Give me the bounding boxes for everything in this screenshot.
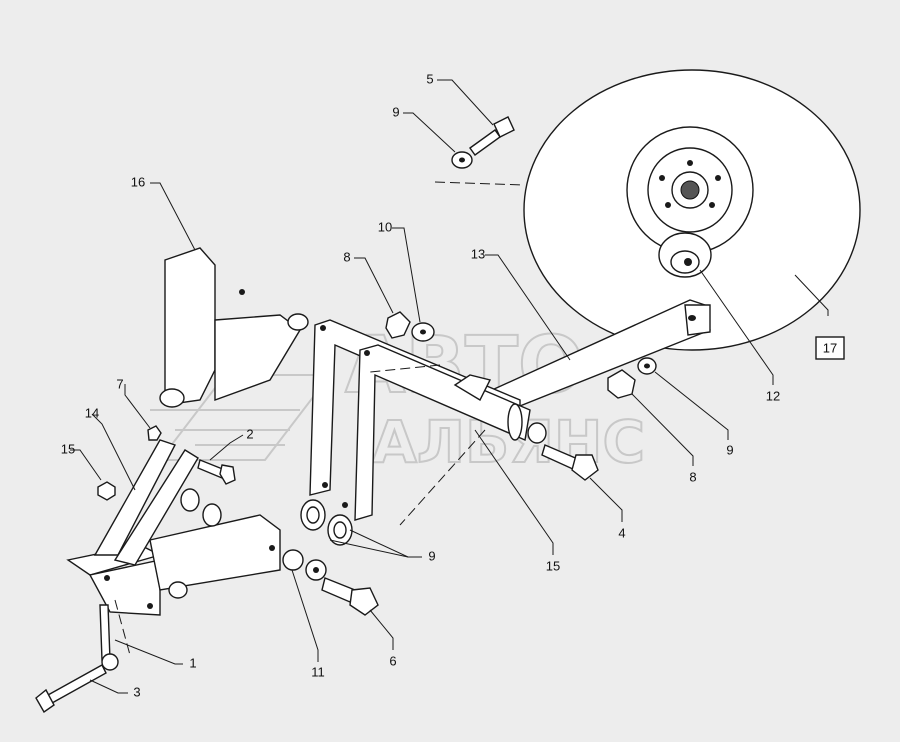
callout-15-left: 15 — [61, 441, 75, 456]
callout-3: 3 — [133, 684, 140, 699]
callout-16: 16 — [131, 174, 145, 189]
callout-9-mid: 9 — [428, 548, 435, 563]
callout-15-mid: 15 — [546, 558, 560, 573]
callout-13: 13 — [471, 246, 485, 261]
fasteners — [35, 116, 657, 714]
callout-17: 17 — [823, 340, 837, 355]
spacers-9 — [300, 499, 353, 546]
callout-6: 6 — [389, 653, 396, 668]
bracket-14 — [66, 439, 281, 616]
callout-5: 5 — [426, 71, 433, 86]
callout-10: 10 — [378, 219, 392, 234]
seed-boot-16 — [159, 247, 309, 408]
leader-lines — [70, 79, 829, 694]
callout-4: 4 — [618, 525, 625, 540]
center-lines — [114, 181, 526, 656]
disc-assembly — [523, 69, 861, 351]
callout-9-top: 9 — [392, 104, 399, 119]
callout-12: 12 — [766, 388, 780, 403]
bracket-plates — [309, 319, 531, 521]
callout-7: 7 — [116, 376, 123, 391]
bearing-center — [680, 180, 700, 200]
callout-9-right: 9 — [726, 442, 733, 457]
callout-14: 14 — [85, 405, 99, 420]
callout-11: 11 — [311, 664, 325, 679]
callout-8-top: 8 — [343, 249, 350, 264]
callout-17-box — [815, 336, 845, 360]
callout-1: 1 — [189, 655, 196, 670]
callout-8-right: 8 — [689, 469, 696, 484]
callout-labels: 5 9 16 10 8 13 7 14 2 15 9 11 6 1 3 15 4… — [61, 71, 845, 699]
callout-2: 2 — [246, 426, 253, 441]
